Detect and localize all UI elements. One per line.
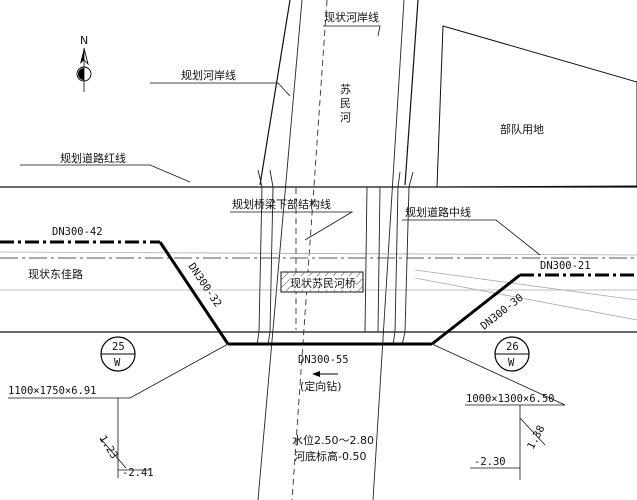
pipe-label-right-top: DN300-21 [540, 260, 591, 272]
north-label: N [80, 34, 88, 47]
well-26-size: 1000×1300×6.50 [466, 393, 555, 405]
leader-lines [8, 25, 566, 480]
well-25-slope: 1.23 [96, 433, 120, 461]
road-red-line-label: 规划道路红线 [60, 151, 126, 165]
existing-bank-label: 现状河岸线 [324, 10, 379, 24]
planned-river-bank [259, 0, 419, 186]
bridge-substructure-label: 规划桥梁下部结构线 [232, 197, 331, 211]
existing-bridge-label: 现状苏民河桥 [290, 276, 356, 290]
well-25-elev: -2.41 [122, 467, 154, 479]
river-name-3: 河 [340, 111, 351, 124]
well-26-number: 26 [506, 341, 519, 353]
military-land-label: 部队用地 [500, 122, 544, 136]
river-bed-elev-label: 河底标高-0.50 [294, 449, 366, 463]
pipe-method-label: (定向钻) [300, 379, 342, 393]
well-26-type: W [508, 357, 515, 369]
well-26-elev: -2.30 [474, 456, 506, 468]
well-26-symbol [494, 336, 530, 372]
north-arrow-icon [76, 47, 92, 92]
existing-river-bank [257, 0, 405, 500]
well-25-symbol [100, 336, 136, 372]
well-25-size: 1100×1750×6.91 [8, 385, 97, 397]
river-name-1: 苏 [340, 83, 351, 96]
water-level-label: 水位2.50～2.80 [292, 433, 374, 447]
pipeline [0, 240, 637, 346]
military-land-boundary [436, 25, 637, 188]
river-name-2: 民 [340, 97, 351, 110]
existing-road-label: 现状东佳路 [28, 267, 83, 281]
well-25-number: 25 [112, 341, 125, 353]
well-25-type: W [114, 357, 121, 369]
flow-arrow-icon [312, 371, 338, 377]
road-center-line-label: 规划道路中线 [405, 205, 471, 219]
bridge-substructure-lines [256, 169, 414, 346]
pipe-label-left-diag: DN300-32 [186, 261, 224, 310]
pipe-label-middle: DN300-55 [298, 354, 349, 366]
planned-bank-label: 规划河岸线 [181, 68, 236, 82]
pipe-label-right-diag: DN300-30 [478, 292, 525, 333]
existing-bridge-box [280, 271, 364, 293]
pipe-label-left-top: DN300-42 [52, 226, 103, 238]
